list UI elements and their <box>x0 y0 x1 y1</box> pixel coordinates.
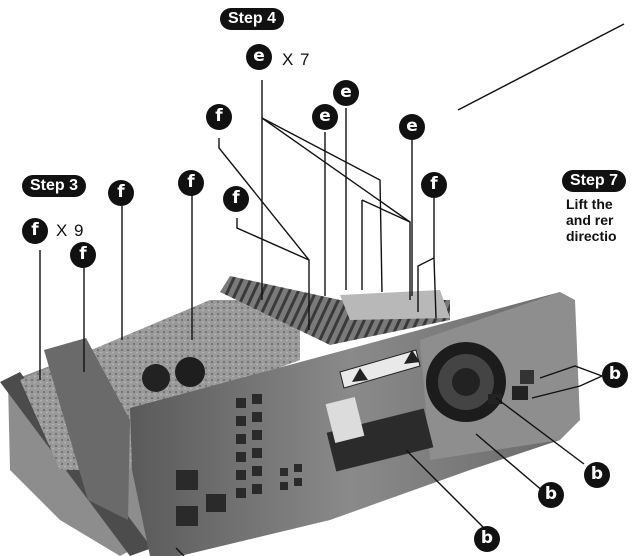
step-7-note-line-1: Lift the <box>566 196 613 212</box>
step-7-note-line-3: directio <box>566 228 617 244</box>
callout-b: b <box>584 462 610 488</box>
callout-b: b <box>474 526 500 552</box>
callout-e: e <box>246 44 272 70</box>
callout-e: e <box>399 114 425 140</box>
callout-f: f <box>178 170 204 196</box>
callout-e: e <box>333 80 359 106</box>
step-7-label: Step 7 <box>562 170 627 192</box>
callout-b: b <box>602 362 628 388</box>
callout-f: f <box>108 180 134 206</box>
callout-f: f <box>22 218 48 244</box>
step-3-label: Step 3 <box>22 175 87 197</box>
callout-f: f <box>206 104 232 130</box>
callout-f: f <box>70 242 96 268</box>
callout-b: b <box>538 482 564 508</box>
callout-e: e <box>312 104 338 130</box>
f-count-label: X 9 <box>56 221 85 240</box>
step-7-note-line-2: and rer <box>566 212 614 228</box>
callout-f: f <box>223 186 249 212</box>
e-count-label: X 7 <box>282 50 311 69</box>
step-4-label: Step 4 <box>220 8 285 30</box>
callout-f: f <box>421 172 447 198</box>
